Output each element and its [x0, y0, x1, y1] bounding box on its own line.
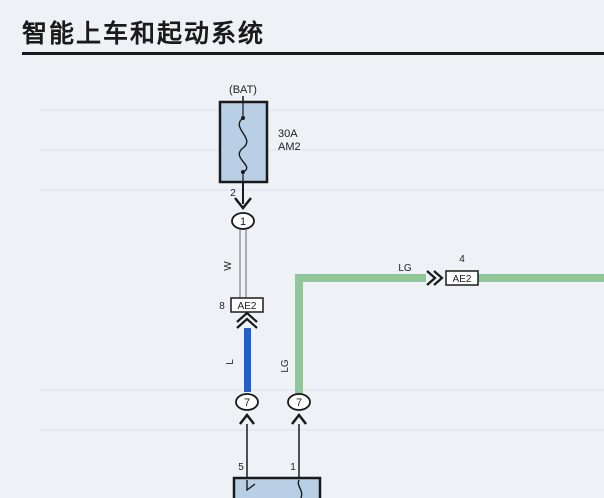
fuse-terminal-top: [241, 116, 245, 120]
green-wire: [295, 274, 604, 394]
ae2-pin-8: 8: [219, 301, 225, 312]
ae2-connector-right: [445, 270, 479, 286]
junction-7-left: [235, 393, 259, 411]
switch-contact-icon: [297, 479, 303, 498]
page-title: 智能上车和起动系统: [22, 19, 266, 48]
bottom-pin-1: 1: [290, 462, 296, 473]
chevron-up-icon: [291, 412, 307, 425]
fuse-rating: 30A: [278, 128, 298, 140]
junction-1: [231, 212, 255, 230]
fuse-name: AM2: [278, 141, 301, 153]
white-wire-label: W: [223, 261, 234, 271]
blue-wire-label: L: [225, 359, 236, 365]
green-wire-vertical-label: LG: [280, 359, 291, 373]
double-chevron-up-icon: [236, 311, 258, 329]
chevron-up-icon: [239, 412, 255, 425]
junction-7-right: [287, 393, 311, 411]
junction-7-left-label: 7: [244, 397, 250, 409]
fuse-icon: [238, 117, 248, 173]
connector-arrow-icon: [234, 197, 252, 211]
title-underline: [22, 52, 604, 55]
fuse-pin: 2: [230, 188, 236, 199]
bat-label: (BAT): [229, 84, 257, 96]
green-wire-horizontal-label: LG: [398, 263, 412, 274]
bottom-pin-5: 5: [238, 462, 244, 473]
ae2-vertical-label: AE2: [238, 301, 257, 312]
blue-wire: [244, 328, 251, 392]
junction-7-right-label: 7: [296, 397, 302, 409]
ae2-right-label: AE2: [453, 274, 472, 285]
double-chevron-right-icon: [426, 270, 444, 286]
junction-1-label: 1: [240, 216, 246, 228]
switch-contact-icon: [246, 480, 256, 492]
ae2-pin-4: 4: [459, 254, 465, 265]
background-grid: [40, 109, 604, 431]
